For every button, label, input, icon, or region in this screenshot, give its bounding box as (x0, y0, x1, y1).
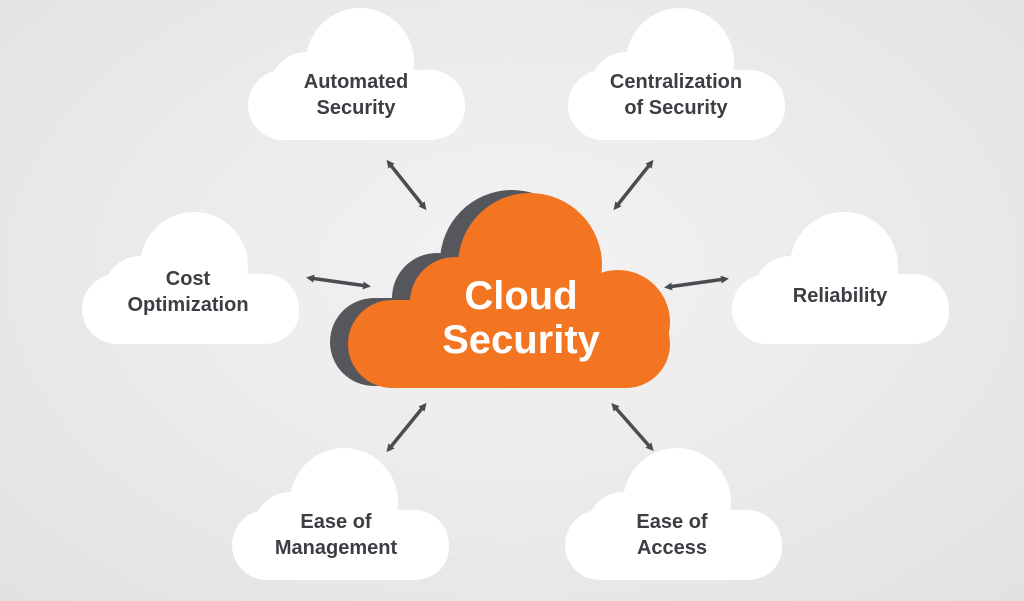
center-cloud (348, 193, 670, 388)
arrow-reliability (664, 275, 729, 291)
label-ease-of-access: Ease of Access (562, 509, 782, 561)
center-title-line2: Security (442, 318, 600, 362)
label-reliability: Reliability (730, 283, 950, 309)
label-line: Optimization (127, 294, 249, 316)
label-line: Security (316, 97, 396, 119)
arrow-centralization (613, 159, 654, 211)
arrow-automated-security (386, 159, 427, 211)
label-line: of Security (624, 97, 728, 119)
center-title: Cloud Security (391, 274, 651, 362)
label-line: Cost (165, 268, 211, 290)
center-title-line1: Cloud (464, 274, 578, 318)
label-line: Centralization (609, 71, 743, 93)
label-line: Reliability (792, 285, 888, 307)
label-line: Access (636, 537, 708, 559)
label-line: Management (274, 537, 398, 559)
label-centralization: Centralization of Security (566, 69, 786, 121)
cloud-reliability (732, 212, 949, 344)
label-line: Automated (303, 71, 409, 93)
label-line: Ease of (300, 511, 372, 533)
arrow-cost-optimization (306, 274, 371, 290)
label-line: Ease of (636, 511, 708, 533)
arrow-ease-of-management (386, 402, 427, 453)
label-automated-security: Automated Security (246, 69, 466, 121)
label-ease-of-management: Ease of Management (226, 509, 446, 561)
arrow-ease-of-access (611, 402, 654, 452)
label-cost-optimization: Cost Optimization (78, 266, 298, 318)
